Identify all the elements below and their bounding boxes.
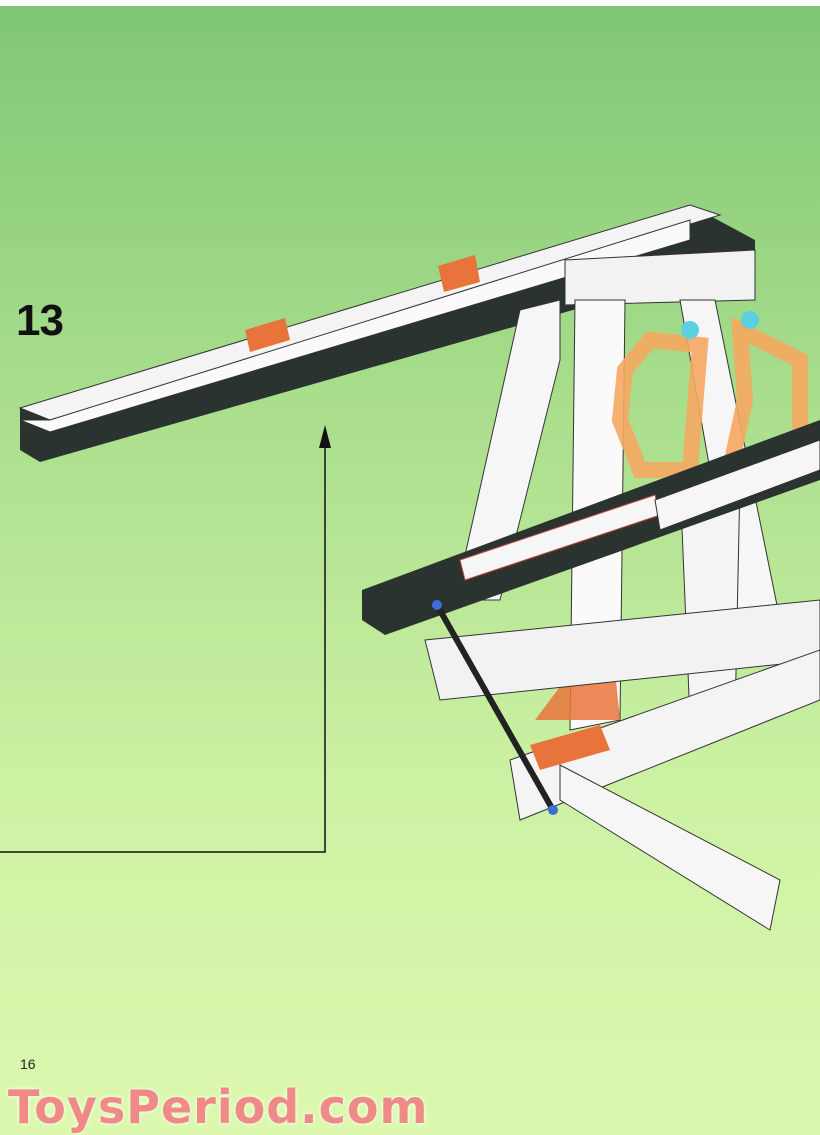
page-number: 16 [20, 1056, 36, 1072]
instruction-page: 13 16 ToysPeriod.com [0, 6, 820, 1135]
watermark: ToysPeriod.com [8, 1080, 429, 1134]
lego-model-illustration [0, 204, 820, 931]
step-number: 13 [16, 296, 64, 345]
cross-beams [362, 420, 820, 931]
callout-arrow [0, 425, 331, 853]
sub-assembly-beam [18, 204, 755, 462]
